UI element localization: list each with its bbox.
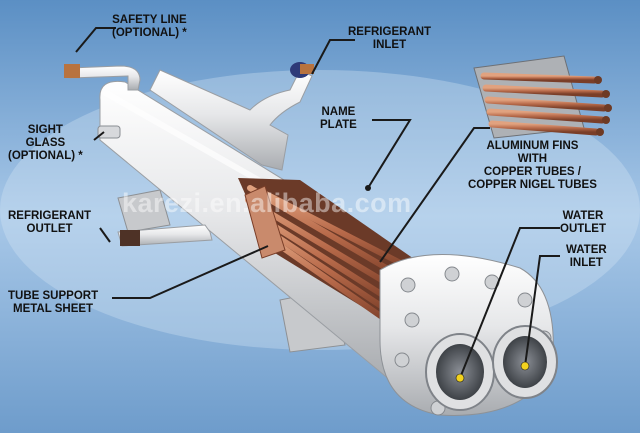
leader-refrigerant-inlet <box>311 39 355 75</box>
leader-aluminum-fins <box>379 127 490 263</box>
refrigerant-inlet-pipe <box>149 69 313 171</box>
watermark: karezi.en.alibaba.com <box>122 188 412 218</box>
safety-line-pipe <box>69 65 141 91</box>
leader-refrigerant-outlet <box>99 227 111 243</box>
leader-water-outlet <box>459 227 560 379</box>
label-safety-line: SAFETY LINE(OPTIONAL) * <box>112 14 187 39</box>
leader-safety-line <box>75 27 116 53</box>
leader-sight-glass <box>93 131 105 141</box>
sight-glass-stub <box>97 125 121 139</box>
mounting-foot <box>117 189 171 233</box>
leader-tube-support <box>112 245 269 299</box>
leader-name-plate <box>367 119 412 189</box>
leader-water-inlet <box>524 255 560 367</box>
fin-tube-bundle <box>473 55 612 139</box>
tube-support-sheet <box>244 185 286 259</box>
